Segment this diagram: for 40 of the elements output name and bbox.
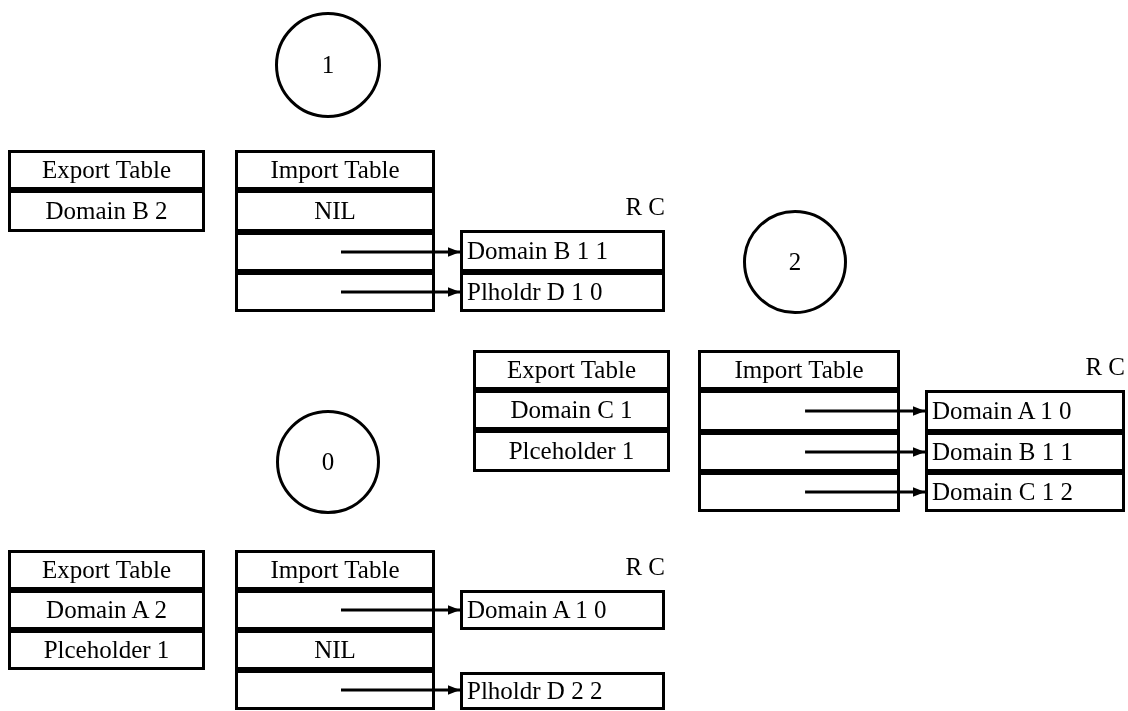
table-cell: [698, 432, 900, 472]
table-cell: [698, 390, 900, 432]
table-cell: Plholdr D 2 2: [460, 672, 665, 710]
domain-circle: 0: [276, 410, 380, 514]
table-cell: Import Table: [235, 550, 435, 590]
table-cell: [698, 472, 900, 512]
column-header: R C: [624, 553, 665, 581]
table-cell: Domain A 1 0: [925, 390, 1125, 432]
table-cell: Domain B 1 1: [460, 230, 665, 272]
table-cell: Export Table: [8, 150, 205, 190]
table-cell: Domain B 2: [8, 190, 205, 232]
column-header: R C: [624, 193, 665, 221]
table-cell: Domain C 1: [473, 390, 670, 430]
table-cell: Plceholder 1: [473, 430, 670, 472]
domain-circle: 1: [275, 12, 381, 118]
table-cell: Export Table: [473, 350, 670, 390]
arrow: [341, 247, 460, 257]
table-cell: Import Table: [698, 350, 900, 390]
column-header: R C: [1084, 353, 1125, 381]
arrow: [805, 487, 925, 497]
domain-circle: 2: [743, 210, 847, 314]
table-cell: [235, 670, 435, 710]
table-cell: Domain B 1 1: [925, 432, 1125, 472]
arrow: [341, 605, 460, 615]
table-cell: Plceholder 1: [8, 630, 205, 670]
table-cell: [235, 590, 435, 630]
arrow: [805, 447, 925, 457]
table-cell: Plholdr D 1 0: [460, 272, 665, 312]
table-cell: Import Table: [235, 150, 435, 190]
table-cell: Domain A 2: [8, 590, 205, 630]
table-cell: Export Table: [8, 550, 205, 590]
table-cell: NIL: [235, 630, 435, 670]
table-cell: Domain C 1 2: [925, 472, 1125, 512]
table-cell: Domain A 1 0: [460, 590, 665, 630]
table-cell: NIL: [235, 190, 435, 232]
arrow: [341, 287, 460, 297]
table-cell: [235, 232, 435, 272]
arrow: [805, 406, 925, 416]
arrow: [341, 685, 460, 695]
table-cell: [235, 272, 435, 312]
